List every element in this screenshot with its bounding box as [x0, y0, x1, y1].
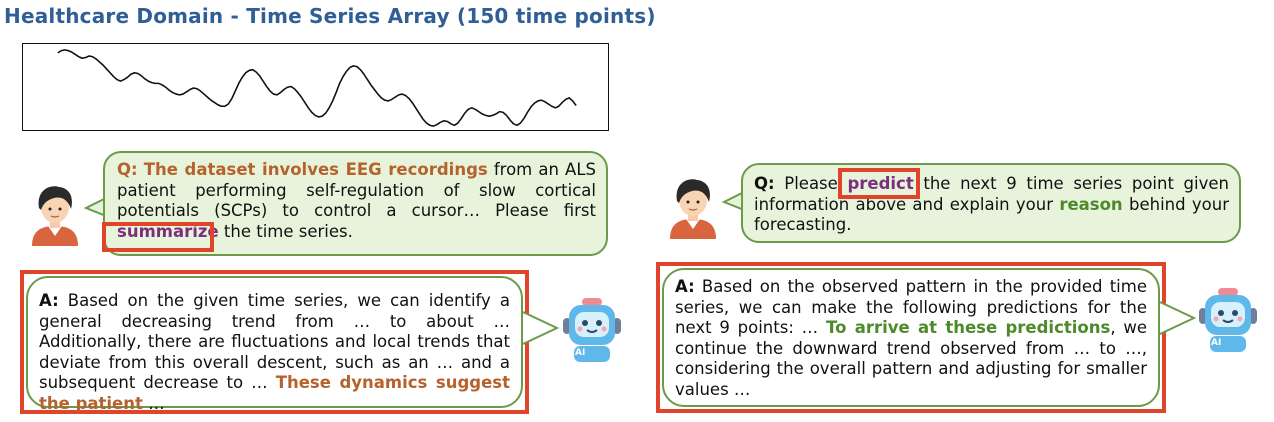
time-series-plot	[22, 43, 609, 131]
q1-highlight-summarize: summarize	[117, 221, 219, 241]
time-series-line	[57, 49, 577, 127]
q1-text-1: from an ALS patient performing self-regu…	[117, 160, 596, 220]
time-series-chart	[57, 49, 577, 127]
a1-highlight-dynamics: These dynamics suggest the patient	[39, 373, 510, 413]
q2-highlight-reason: reason	[1059, 194, 1123, 214]
ai-robot-icon	[563, 298, 621, 362]
a1-label: A:	[39, 291, 59, 310]
ai-robot-icon-right	[1199, 288, 1257, 352]
question-bubble-1: Q: The dataset involves EEG recordings f…	[103, 151, 608, 256]
q1-label: Q:	[117, 160, 138, 179]
q2-highlight-predict: predict	[847, 174, 914, 193]
answer-2-highlight-frame	[656, 262, 1166, 413]
a2-text-1: Based on the observed pattern in the pro…	[675, 277, 1147, 337]
q2-bubble-tail	[722, 191, 744, 211]
a2-label: A:	[675, 277, 695, 296]
q2-label: Q:	[754, 174, 775, 193]
q2-text-3: behind your forecasting.	[754, 194, 1229, 235]
summarize-highlight-frame	[102, 222, 214, 252]
diagram-title: Healthcare Domain - Time Series Array (1…	[4, 4, 656, 28]
person-avatar-icon-right	[670, 179, 716, 239]
a2-bubble-tail	[1160, 301, 1196, 335]
ai-badge-right: AI	[1211, 338, 1222, 348]
person-avatar-icon	[32, 186, 78, 246]
a1-text-1: Based on the given time series, we can i…	[39, 291, 510, 392]
a1-bubble-tail	[523, 311, 559, 345]
q1-text-2: the time series.	[218, 221, 353, 241]
ai-badge-left: AI	[575, 348, 586, 358]
a2-text-2: , we continue the downward trend observe…	[675, 318, 1148, 399]
q2-text-1: Please	[774, 174, 848, 193]
a2-highlight-arrive: To arrive at these predictions	[826, 318, 1111, 337]
q1-highlight-eeg: The dataset involves EEG recordings	[143, 160, 488, 179]
a1-text-2: …	[142, 393, 165, 413]
q2-text-2: the next 9 time series point given infor…	[754, 174, 1229, 214]
answer-bubble-1: A: Based on the given time series, we ca…	[26, 276, 523, 413]
answer-bubble-2: A: Based on the observed pattern in the …	[662, 268, 1160, 407]
q1-bubble-tail	[84, 197, 106, 217]
question-bubble-2: Q: Please predict the next 9 time series…	[741, 163, 1241, 243]
predict-highlight-frame	[838, 168, 920, 199]
